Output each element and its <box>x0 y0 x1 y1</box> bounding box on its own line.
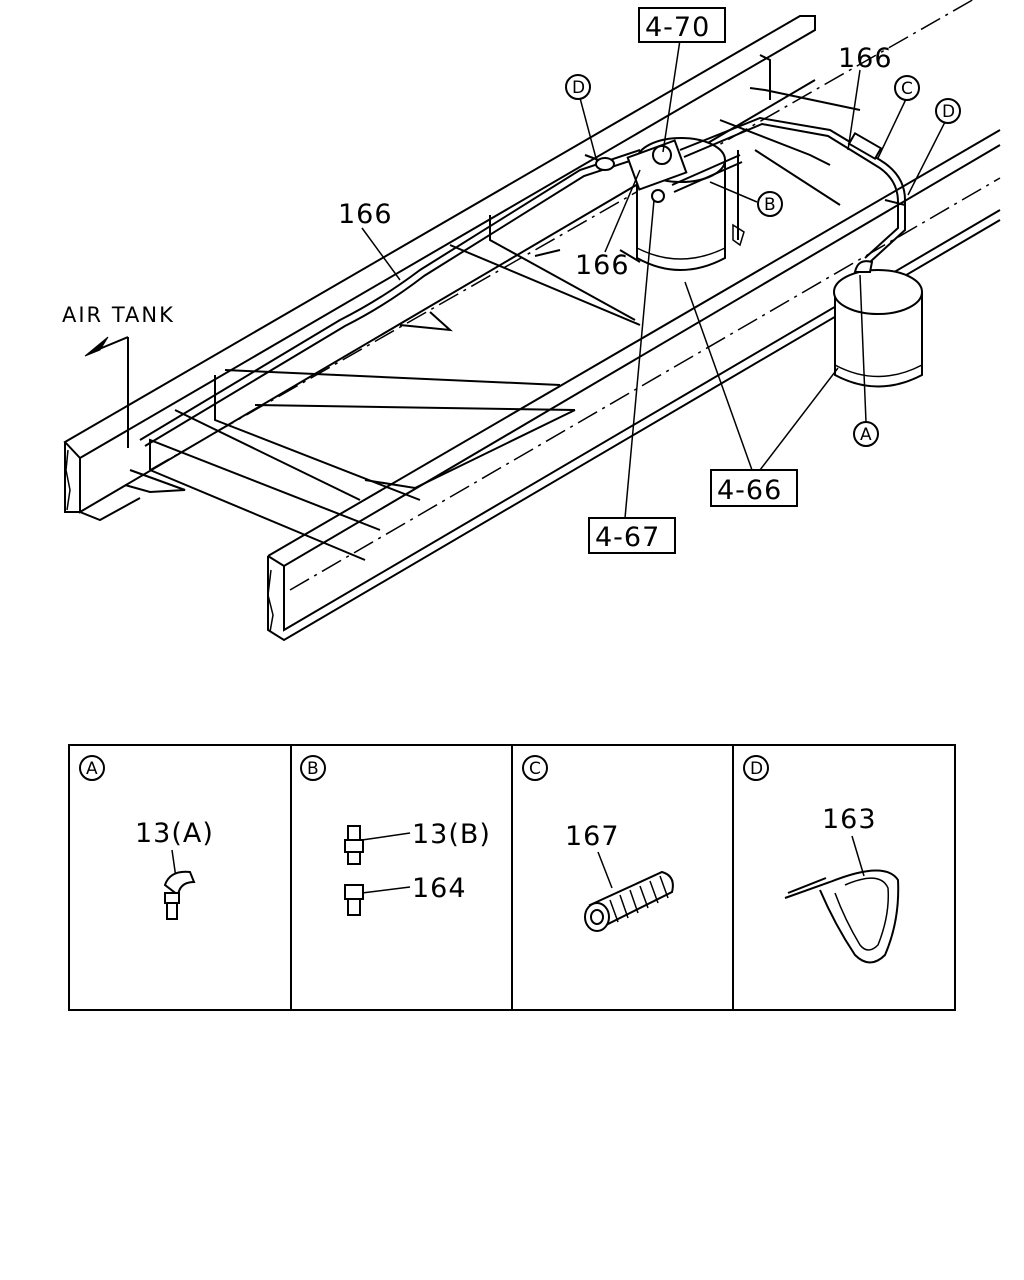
svg-text:4-67: 4-67 <box>595 522 660 553</box>
callout-leaders <box>361 39 947 519</box>
air-tank-label: AIR TANK <box>62 303 175 327</box>
marker-a-bottom: A <box>853 421 879 447</box>
part-label-166-top: 166 <box>838 43 893 74</box>
part-label-166-left: 166 <box>338 199 393 230</box>
svg-text:D: D <box>572 78 585 98</box>
air-pipe-166 <box>139 116 906 447</box>
marker-c-top: C <box>894 75 920 101</box>
part-label-13b: 13(B) <box>412 819 491 850</box>
detail-panel-d: D 163 <box>743 755 900 964</box>
part-label-164: 164 <box>412 873 467 904</box>
marker-b-mid: B <box>757 191 783 217</box>
air-tank-arrow <box>84 336 129 448</box>
panel-b-letter: B <box>307 759 319 779</box>
marker-d-left: D <box>565 74 591 100</box>
detail-panel-a: A 13(A) <box>79 755 214 920</box>
detail-panel-b: B 13(B) 164 <box>300 755 491 916</box>
part-label-166-center: 166 <box>575 250 630 281</box>
panel-a-letter: A <box>86 759 98 779</box>
marker-d-right: D <box>935 98 961 124</box>
chassis-frame <box>63 0 1001 642</box>
svg-text:4-70: 4-70 <box>645 12 710 43</box>
ref-box-4-67: 4-67 <box>588 517 676 554</box>
detail-panel-c: C 167 <box>522 755 674 932</box>
svg-text:A: A <box>860 425 872 445</box>
air-tank-lower <box>833 269 923 388</box>
panel-c-letter: C <box>529 759 541 779</box>
ref-box-4-66: 4-66 <box>710 469 798 507</box>
part-label-13a: 13(A) <box>135 818 214 849</box>
svg-text:B: B <box>764 195 776 215</box>
part-label-163: 163 <box>822 804 877 835</box>
part-label-167: 167 <box>565 821 620 852</box>
svg-text:4-66: 4-66 <box>717 475 782 506</box>
svg-text:C: C <box>901 79 913 99</box>
panel-d-letter: D <box>750 759 763 779</box>
ref-box-4-70: 4-70 <box>638 7 726 43</box>
detail-panels <box>68 744 956 1011</box>
svg-text:D: D <box>942 102 955 122</box>
